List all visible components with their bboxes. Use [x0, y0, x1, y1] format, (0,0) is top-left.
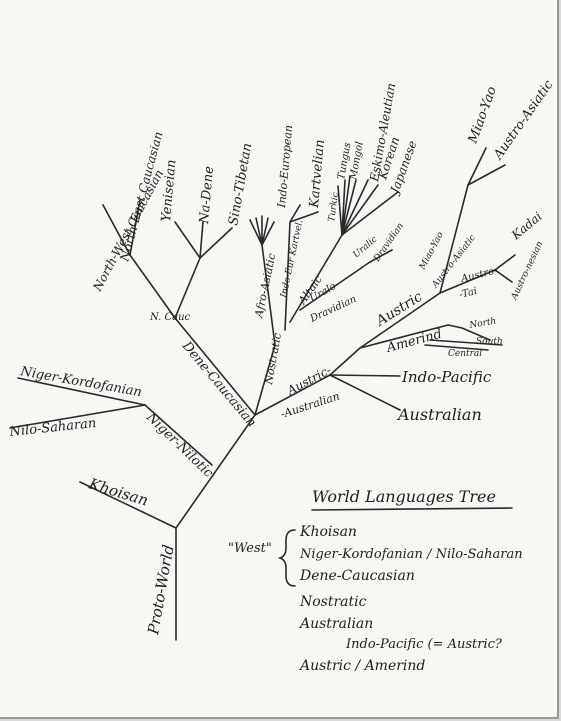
label-n-cauc: N. Cauc — [149, 312, 191, 323]
label-austro-asiatic: Austro-Asiatic — [490, 77, 556, 163]
branch-altaic — [289, 234, 343, 323]
label-sino-tibetan: Sino-Tibetan — [226, 142, 255, 227]
label-afro-asiatic: Afro-Asiatic — [252, 252, 278, 319]
branch-niger-kordofanian — [17, 377, 146, 406]
branch-indo-pacific — [329, 374, 401, 377]
branch-austro-tai — [439, 269, 496, 294]
branch-nw-cauc — [102, 204, 131, 256]
branch-sino-tibetan — [199, 227, 233, 259]
label-central: Central — [448, 349, 482, 359]
legend-item: Australian — [298, 616, 373, 632]
branch-korean — [341, 184, 379, 236]
branch-dene-core — [174, 257, 201, 319]
label-tai: -Tai — [458, 286, 478, 301]
legend-item: Austric / Amerind — [298, 658, 425, 674]
label-austric: Austric — [372, 289, 426, 331]
label-nostratic: Nostratic — [262, 332, 284, 387]
branch-amerind-south — [429, 339, 503, 346]
branch-indo-european — [289, 204, 301, 223]
label-austronesian: Austro-nesian — [509, 240, 545, 302]
label-indo-eur-kartvel: Indo-Eur Kartvel. — [279, 219, 305, 300]
branch-amerind-austric — [329, 347, 361, 376]
label-amerind: Amerind — [384, 327, 443, 356]
branch-yeniseian — [174, 221, 201, 259]
branch-afro-asiatic — [261, 244, 276, 346]
branch-austro-asiatic — [467, 164, 506, 186]
label-proto-world: Proto-World — [144, 543, 178, 636]
branch-austronesian — [494, 269, 513, 283]
legend-west-item: Niger-Kordofanian / Nilo-Saharan — [299, 547, 523, 562]
label-indo-pacific: Indo-Pacific — [401, 368, 492, 386]
legend-brace — [277, 529, 296, 587]
branch-ne-cauc — [129, 199, 141, 256]
label-turkic: Turkic — [327, 192, 341, 223]
label-austro: Austro- — [459, 265, 499, 285]
branch-eskimo — [341, 179, 369, 236]
legend-west-item: Khoisan — [299, 524, 357, 540]
label-na-dene: Na-Dene — [197, 165, 217, 225]
label-australian-suffix: -Australian — [279, 390, 341, 421]
branch-na-dene — [199, 221, 204, 259]
label-south: South — [476, 337, 503, 347]
branch-austric-australian — [254, 374, 331, 416]
legend-item: Nostratic — [299, 594, 367, 610]
branch-miao-yao — [467, 147, 487, 186]
label-miao-yao-lower: Miao-Yao — [417, 230, 446, 272]
branch-amerind-north — [447, 324, 491, 341]
legend-title-underline — [311, 507, 513, 511]
branch-australian — [329, 374, 401, 411]
branch-indo-eur-kartvel — [284, 221, 291, 331]
legend: World Languages Tree "West" Khoisan Nige… — [228, 487, 523, 674]
label-australian: Australian — [396, 405, 482, 424]
branch-kadai — [494, 254, 516, 271]
branch-main — [175, 414, 256, 529]
label-niger-nilotic: Niger-Nilotic — [143, 409, 217, 481]
branch-dene-caucasian — [174, 317, 256, 416]
branch-kartvelian — [289, 211, 319, 223]
label-indo-european: Indo-European — [275, 124, 295, 209]
branch-nostratic — [254, 344, 276, 416]
tree-branches — [9, 147, 516, 641]
label-khoisan: Khoisan — [86, 474, 151, 509]
label-dene-caucasian: Dene-Caucasian — [178, 338, 259, 430]
branch-altaic-fan — [337, 175, 357, 236]
legend-west-label: "West" — [228, 541, 272, 556]
branch-afro-asiatic-fan — [249, 215, 275, 246]
label-north: North — [468, 316, 497, 331]
legend-item: Indo-Pacific (= Austric? — [345, 637, 503, 652]
branch-dravidian-upper — [369, 249, 393, 263]
branch-amerind-central — [424, 344, 489, 351]
label-kadai: Kadai — [508, 209, 545, 243]
branch-n-cauc — [129, 254, 176, 319]
label-yeniseian: Yeniseian — [159, 159, 179, 222]
branch-austric — [359, 292, 441, 349]
branch-uralo-dravidian — [299, 261, 371, 311]
legend-west-item: Dene-Caucasian — [299, 568, 415, 584]
label-miao-yao: Miao-Yao — [465, 84, 500, 146]
branch-japanese — [341, 191, 399, 236]
branch-miao-austro — [439, 184, 469, 294]
legend-title: World Languages Tree — [312, 487, 496, 506]
label-north-east-caucasian: North-East Caucasian — [117, 130, 165, 264]
branch-khoisan — [79, 481, 177, 529]
branch-amerind — [359, 324, 449, 349]
branch-niger-nilotic — [144, 404, 213, 466]
label-nilo-saharan: Nilo-Saharan — [8, 416, 97, 440]
label-kartvelian: Kartvelian — [307, 139, 328, 209]
branch-nilo-saharan — [9, 404, 146, 429]
